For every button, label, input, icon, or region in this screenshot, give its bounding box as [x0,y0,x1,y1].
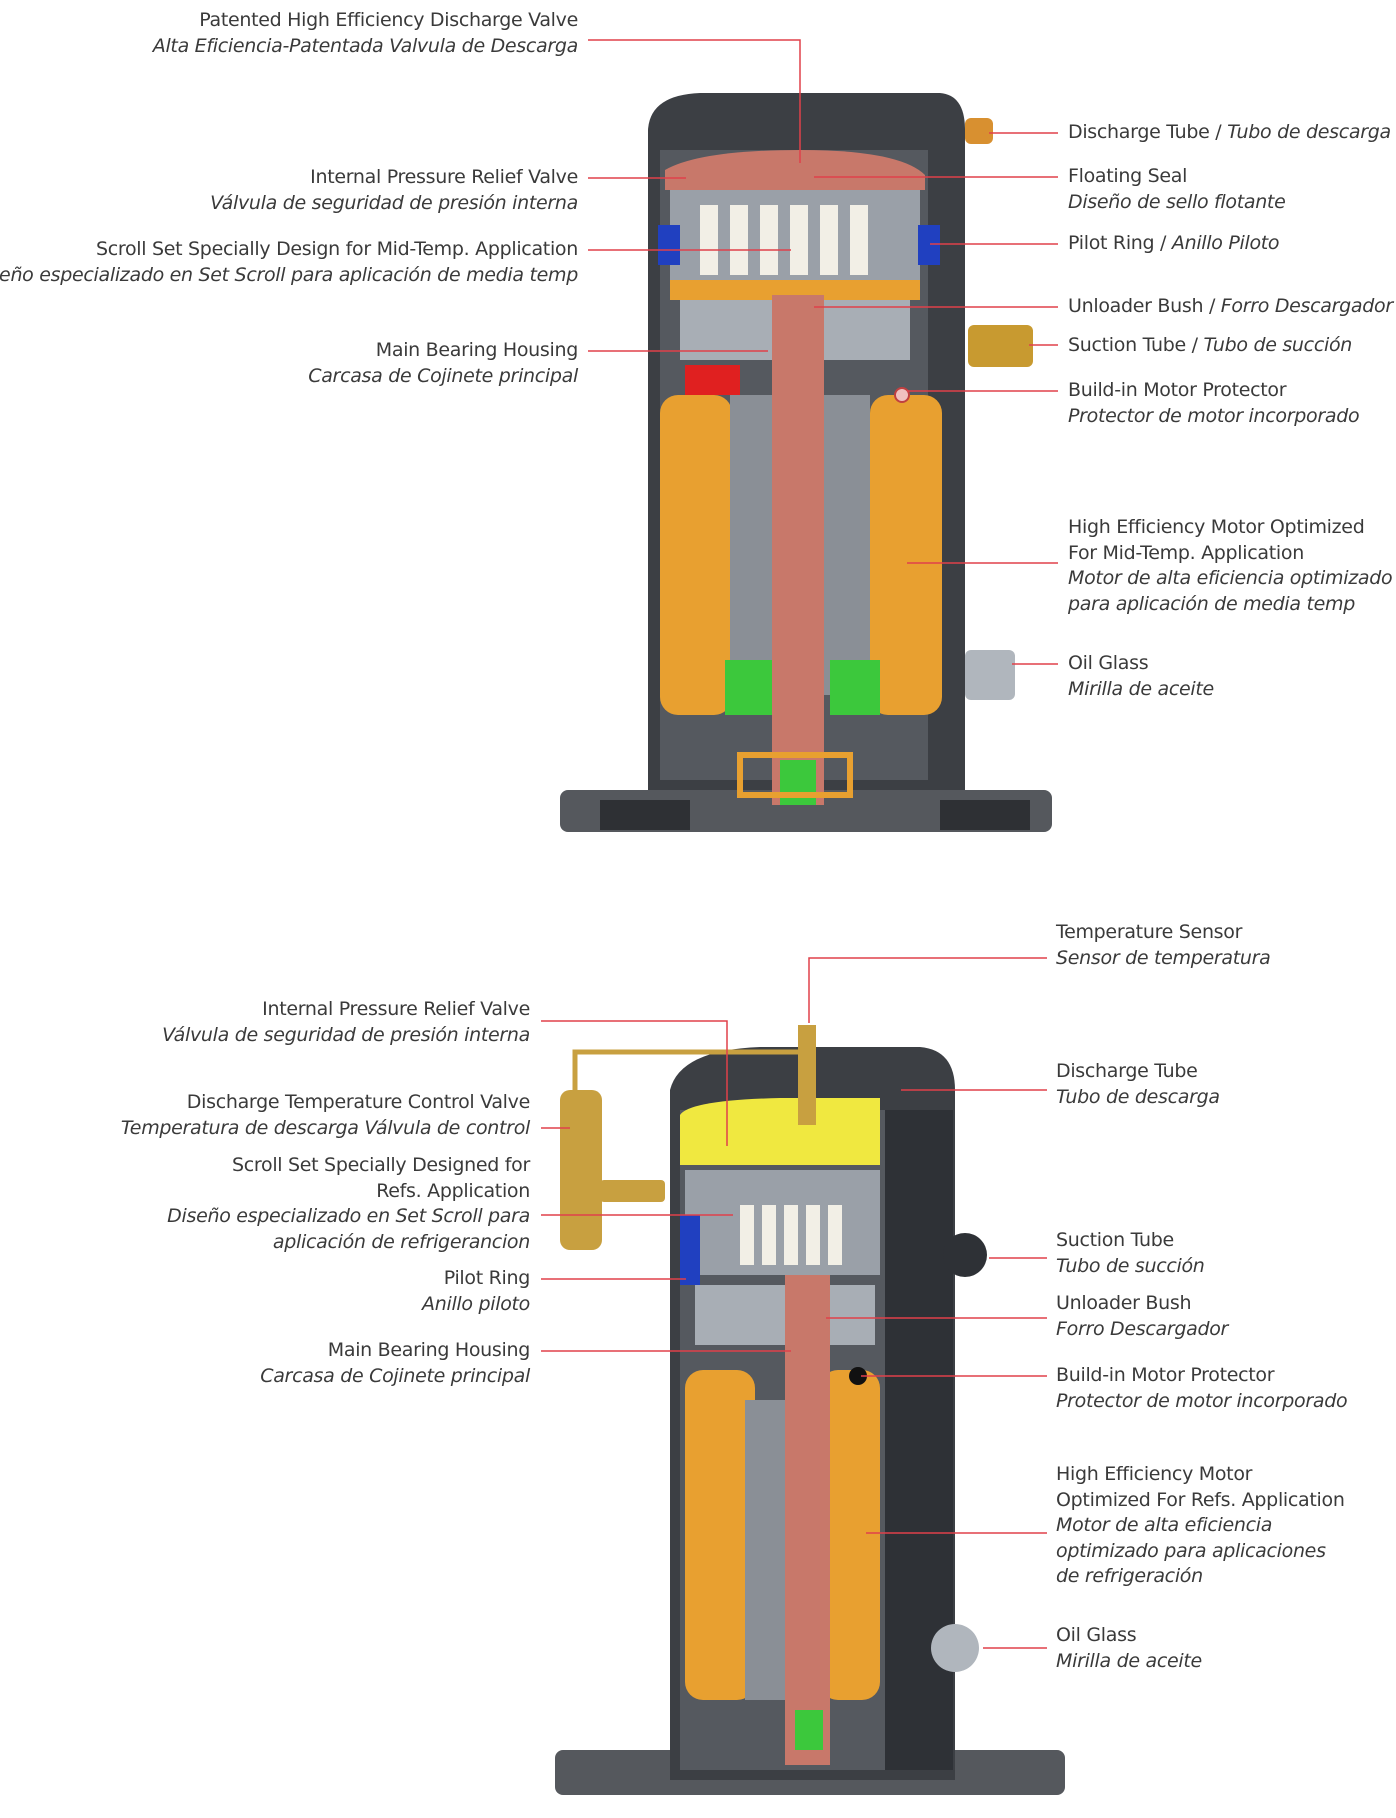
label-es: Válvula de seguridad de presión interna [162,1023,530,1046]
label-en: Internal Pressure Relief Valve [262,998,530,1020]
label-en: Patented High Efficiency Discharge Valve [199,9,578,31]
label-es: Mirilla de aceite [1056,1649,1202,1672]
label-en: Main Bearing Housing [375,339,579,361]
label-es: Forro Descargador [1220,295,1393,317]
label-es: Protector de motor incorporado [1056,1389,1348,1412]
label-en: Suction Tube / [1068,334,1204,356]
label-suction-tube: Suction Tube / Tubo de succión [1068,333,1352,359]
label-es: Forro Descargador [1056,1317,1229,1340]
label-en: Build-in Motor Protector [1068,379,1287,401]
label-unloader-bush: Unloader Bush / Forro Descargador [1068,294,1393,320]
label-es: Diseño especializado en Set Scroll para [167,1205,530,1228]
label-es: Diseño de sello flotante [1068,190,1286,213]
label-es: Temperatura de descarga Válvula de contr… [120,1116,530,1139]
label-en: Scroll Set Specially Design for Mid-Temp… [95,238,578,260]
label-en: Unloader Bush [1056,1292,1192,1314]
label-en: Internal Pressure Relief Valve [310,166,578,188]
label-en: High Efficiency Motor [1056,1463,1253,1485]
label-en: High Efficiency Motor Optimized [1068,516,1365,538]
label-en: Refs. Application [376,1179,530,1202]
label-discharge-tube: Discharge Tube / Tubo de descarga [1068,120,1391,146]
label-en: Main Bearing Housing [327,1339,531,1361]
label-es: Carcasa de Cojinete principal [260,1364,530,1387]
label-pilot-ring: Pilot Ring / Anillo Piloto [1068,231,1280,257]
label-es: Anillo piloto [422,1292,530,1315]
label-es: aplicación de refrigerancion [272,1230,530,1253]
label-en: Discharge Temperature Control Valve [186,1091,531,1113]
label-en: Discharge Tube / [1068,121,1228,143]
label-es: Tubo de succión [1056,1254,1205,1277]
label-es: Motor de alta eficiencia [1056,1514,1273,1537]
label-es: para aplicación de media temp [1068,592,1355,615]
label-es: Anillo Piloto [1171,232,1280,254]
label-es: Sensor de temperatura [1056,946,1271,969]
label-en: Floating Seal [1068,165,1188,187]
label-es: Válvula de seguridad de presión interna [210,191,578,214]
label-en: Optimized For Refs. Application [1056,1488,1345,1511]
label-discharge-valve: Patented High Efficiency Discharge Valve… [152,8,579,59]
label-es: Diseño especializado en Set Scroll para … [0,263,578,286]
label-es: Tubo de succión [1203,334,1353,356]
label-en: Suction Tube [1056,1229,1174,1251]
label-en: Scroll Set Specially Designed for [232,1154,530,1176]
top-compressor-cutaway [560,93,1052,832]
label-en: Pilot Ring [443,1267,531,1289]
label-es: Mirilla de aceite [1068,677,1214,700]
label-es: de refrigeración [1056,1565,1203,1588]
label-en: Discharge Tube [1056,1060,1198,1082]
label-en: Oil Glass [1068,652,1149,674]
label-es: Alta Eficiencia-Patentada Valvula de Des… [152,34,579,57]
label-es: Motor de alta eficiencia optimizado [1068,567,1393,590]
label-en: Temperature Sensor [1056,921,1243,943]
leader-lines [541,39,1058,1649]
label-es: Tubo de descarga [1227,121,1391,143]
label-es: optimizado para aplicaciones [1056,1539,1326,1562]
label-en: For Mid-Temp. Application [1068,541,1304,564]
label-en: Pilot Ring / [1068,232,1172,254]
label-en: Build-in Motor Protector [1056,1364,1275,1386]
label-es: Protector de motor incorporado [1068,404,1360,427]
label-en: Oil Glass [1056,1624,1137,1646]
label-es: Carcasa de Cojinete principal [308,364,578,387]
label-scroll-set: Scroll Set Specially Design for Mid-Temp… [0,237,578,288]
label-en: Unloader Bush / [1068,295,1221,317]
label-es: Tubo de descarga [1056,1085,1220,1108]
bottom-compressor-cutaway [555,1025,1065,1795]
